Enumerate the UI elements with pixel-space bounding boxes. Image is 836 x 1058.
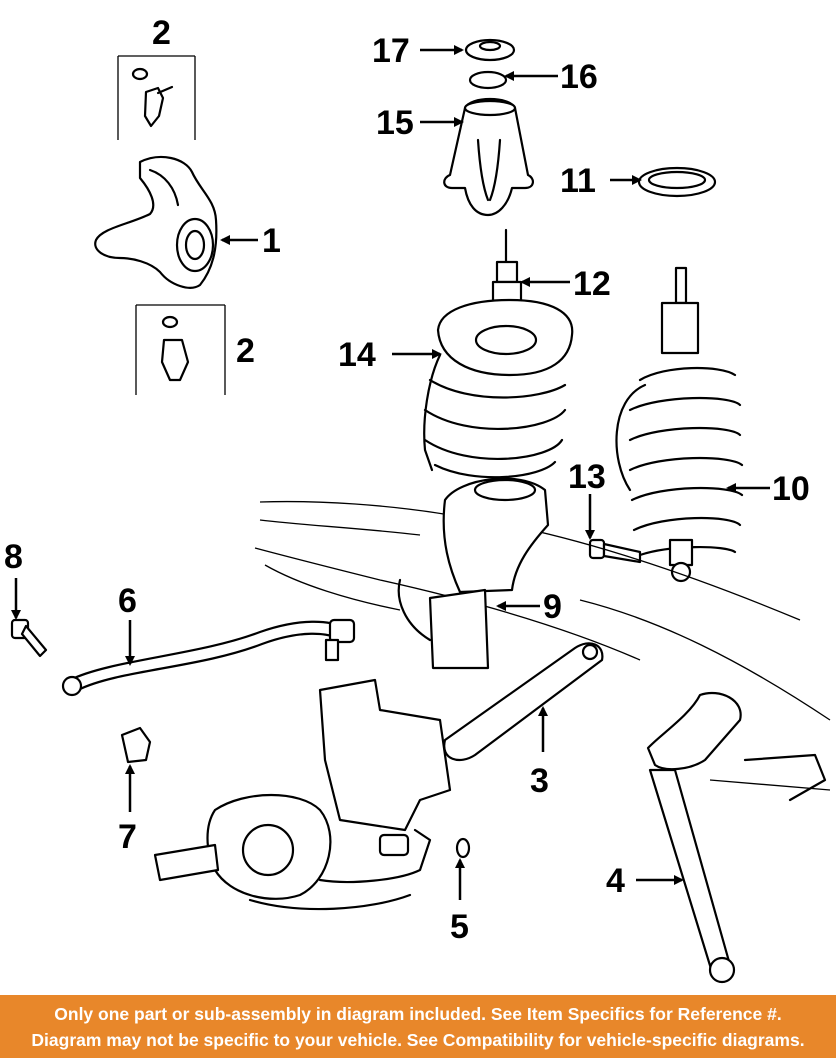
stabilizer-link-bolt [10, 618, 48, 658]
nut [455, 837, 471, 859]
callout-8: 8 [4, 538, 23, 576]
callout-6: 6 [118, 582, 137, 620]
callout-16: 16 [560, 58, 598, 96]
callout-arrows [11, 45, 770, 900]
disclaimer-banner: Only one part or sub-assembly in diagram… [0, 995, 836, 1058]
disclaimer-line-2: Diagram may not be specific to your vehi… [31, 1029, 805, 1050]
stabilizer-bar [61, 618, 356, 697]
callout-1: 1 [262, 222, 281, 260]
steering-knuckle [94, 155, 218, 289]
bar-bracket [120, 726, 152, 764]
strut-assembly [423, 228, 574, 479]
callout-4: 4 [606, 862, 625, 900]
axle-assembly [153, 678, 452, 911]
callout-9: 9 [543, 588, 562, 626]
callout-15: 15 [376, 104, 414, 142]
callout-14: 14 [338, 336, 376, 374]
lower-ball-joint [135, 304, 226, 395]
callout-3: 3 [530, 762, 549, 800]
upper-ball-joint [117, 55, 196, 140]
callout-11: 11 [560, 162, 596, 200]
parts-diagram: 1 2 2 3 4 5 6 7 8 9 10 11 12 13 14 15 16… [4, 14, 831, 984]
callout-10: 10 [772, 470, 810, 508]
track-bar [646, 691, 827, 984]
callout-13: 13 [568, 458, 606, 496]
callout-7: 7 [118, 818, 137, 856]
spring-insulator [637, 166, 717, 198]
radius-arm [443, 642, 604, 762]
callout-5: 5 [450, 908, 469, 946]
callout-17: 17 [372, 32, 410, 70]
callout-12: 12 [573, 265, 611, 303]
callout-labels: 1 2 2 3 4 5 6 7 8 9 10 11 12 13 14 15 16… [4, 14, 810, 946]
coil-spring-shock [615, 266, 744, 583]
callout-2-upper: 2 [152, 14, 171, 52]
callout-2-lower: 2 [236, 332, 255, 370]
jounce-bumper [397, 477, 550, 670]
strut-mount [443, 38, 534, 217]
disclaimer-line-1: Only one part or sub-assembly in diagram… [54, 1003, 782, 1024]
